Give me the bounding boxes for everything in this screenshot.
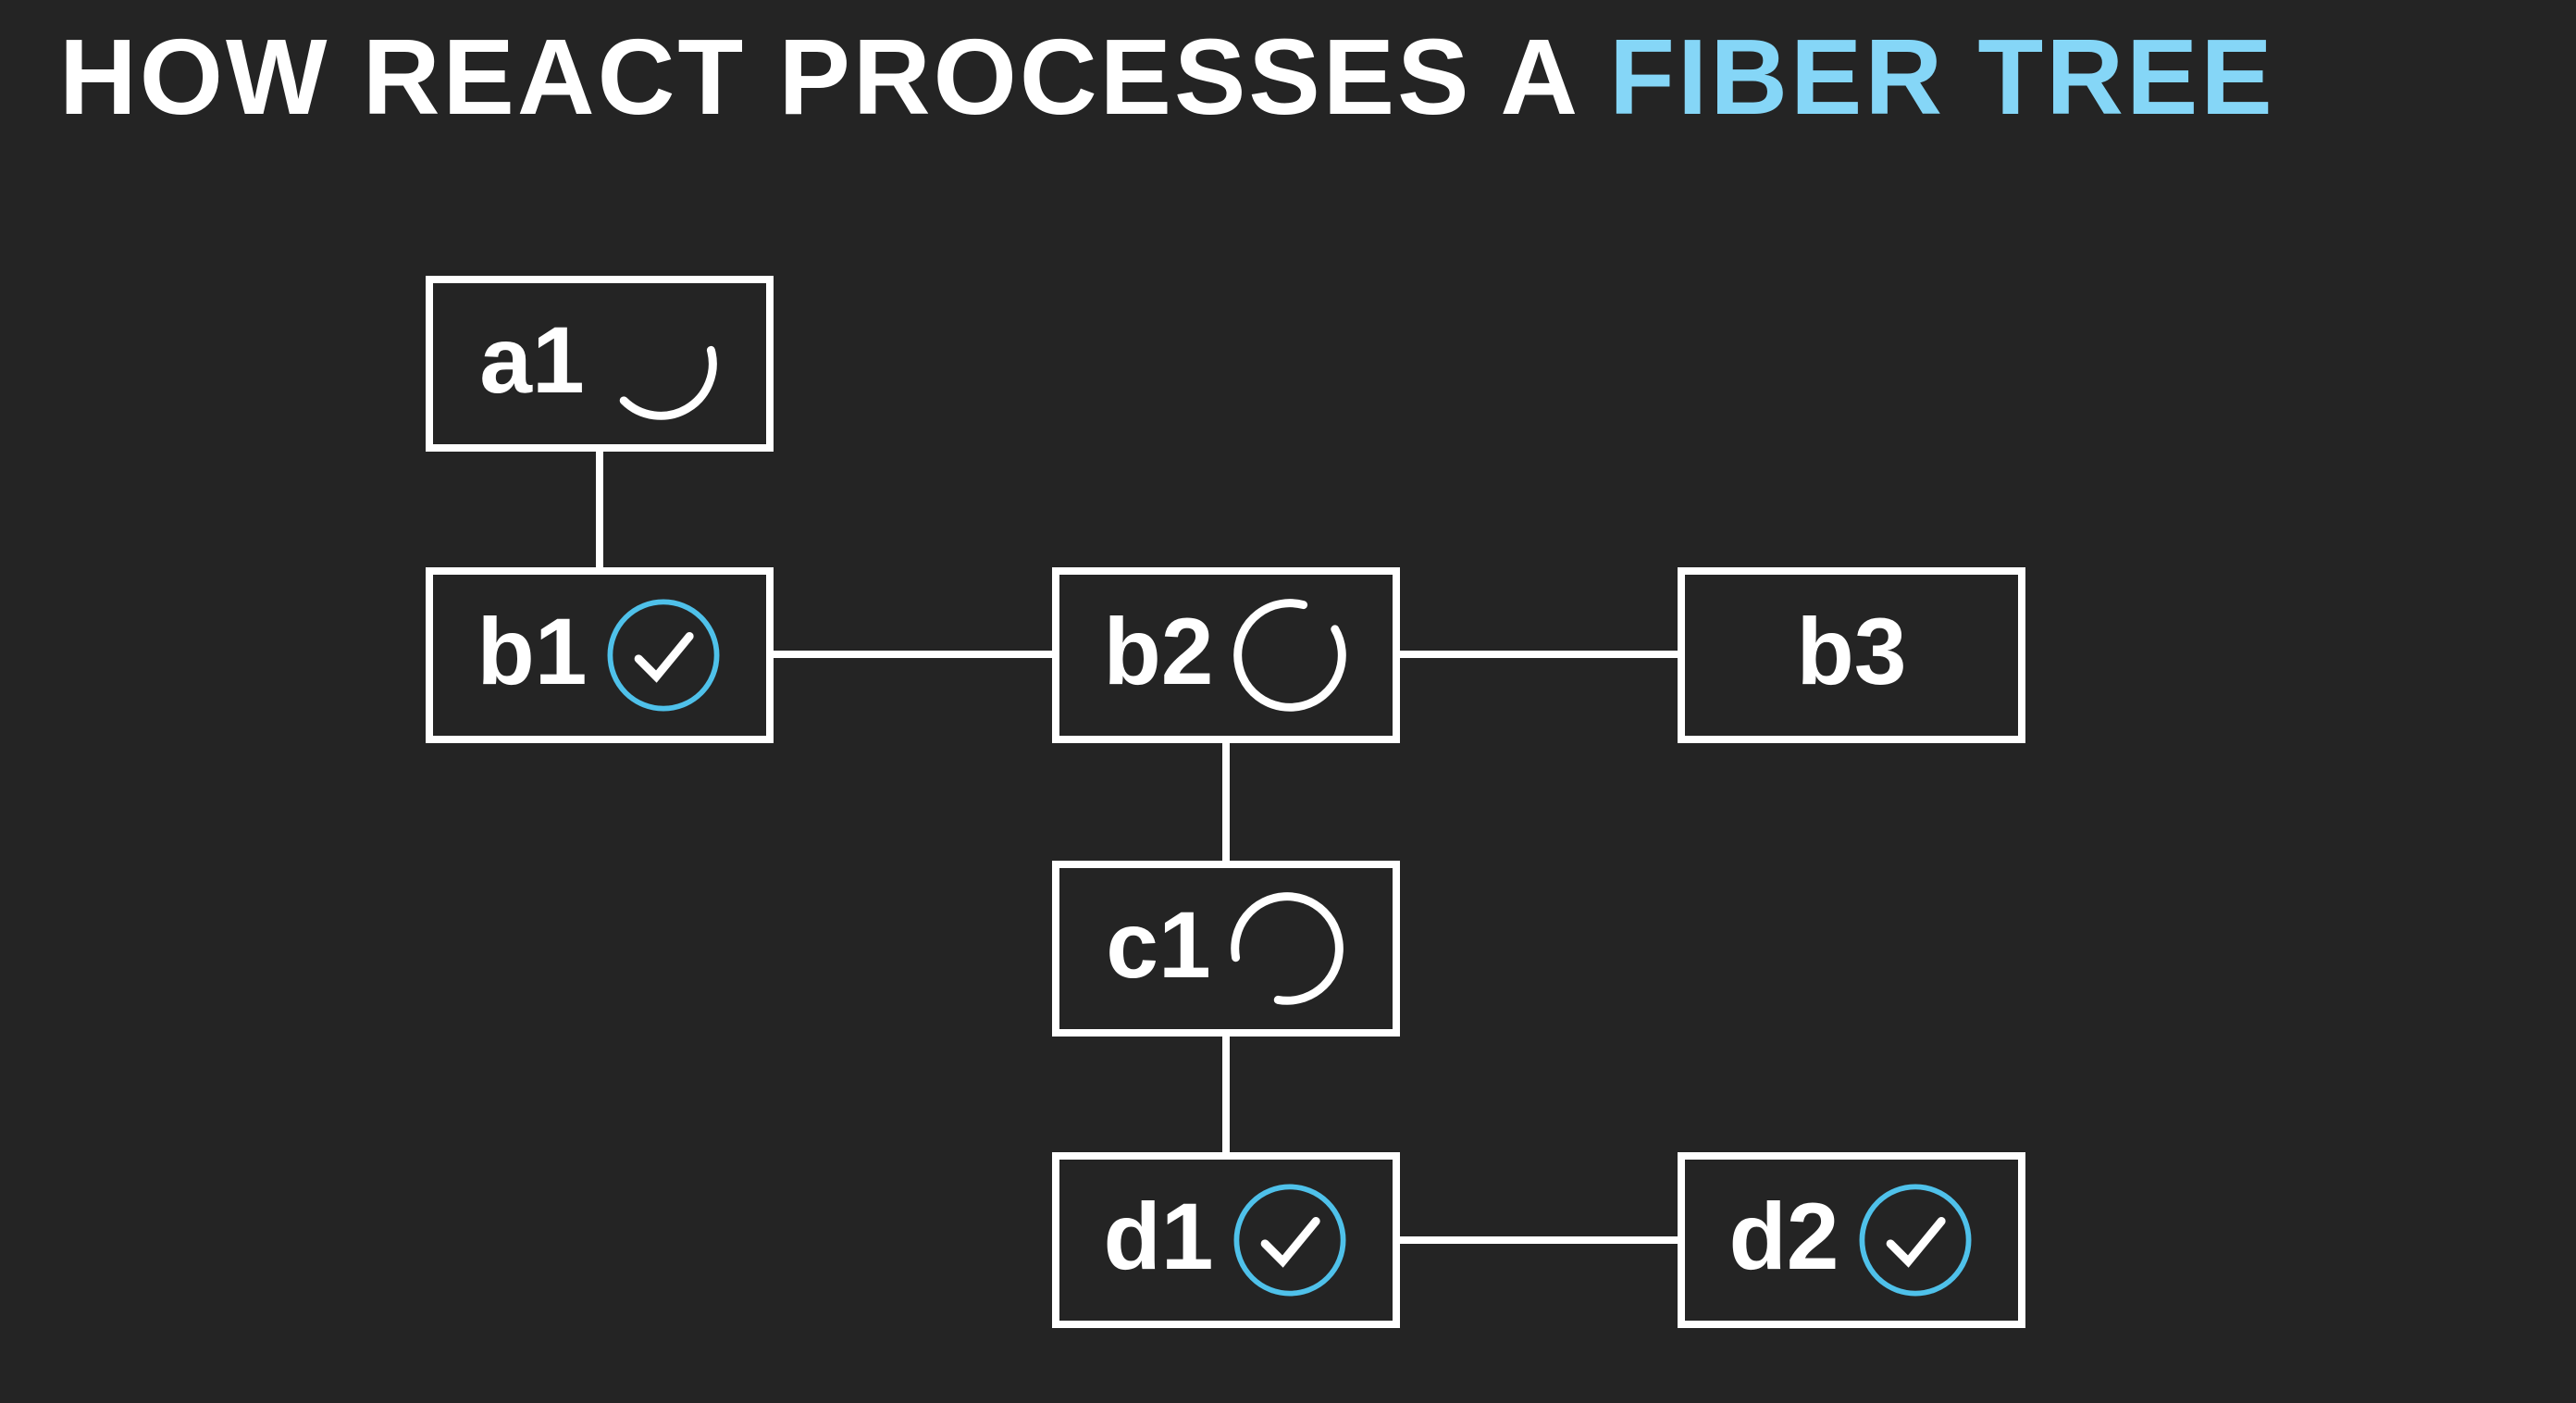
page-title: HOW REACT PROCESSES A FIBER TREE xyxy=(59,15,2275,139)
node-label: b3 xyxy=(1796,599,1907,704)
node-label: d2 xyxy=(1728,1184,1839,1289)
begin-arc-icon xyxy=(619,345,717,420)
fiber-node-d2: d2 xyxy=(1678,1152,2025,1328)
check-icon xyxy=(1233,1184,1345,1297)
fiber-node-a1: a1 xyxy=(426,276,774,452)
node-label: d1 xyxy=(1103,1184,1214,1289)
title-prefix: HOW REACT PROCESSES A xyxy=(59,17,1610,137)
fiber-node-d1: d1 xyxy=(1052,1152,1400,1328)
title-highlight: FIBER TREE xyxy=(1609,17,2275,137)
connector-d1-d2 xyxy=(1400,1236,1678,1244)
fiber-node-b2: b2 xyxy=(1052,567,1400,743)
spinner-icon xyxy=(1232,599,1346,712)
fiber-node-b1: b1 xyxy=(426,567,774,743)
connector-b2-b3 xyxy=(1400,651,1678,658)
fiber-node-b3: b3 xyxy=(1678,567,2025,743)
check-icon xyxy=(1859,1184,1971,1297)
connector-b1-b2 xyxy=(774,651,1052,658)
check-icon xyxy=(607,599,719,712)
node-label: c1 xyxy=(1106,892,1211,998)
node-label: b2 xyxy=(1103,599,1214,704)
spinner-icon xyxy=(1231,892,1344,1005)
node-label: a1 xyxy=(479,307,585,413)
node-label: b1 xyxy=(477,599,588,704)
connector-b2-c1 xyxy=(1222,743,1230,861)
connector-a1-b1 xyxy=(596,452,603,567)
fiber-node-c1: c1 xyxy=(1052,861,1400,1037)
connector-c1-d1 xyxy=(1222,1037,1230,1152)
